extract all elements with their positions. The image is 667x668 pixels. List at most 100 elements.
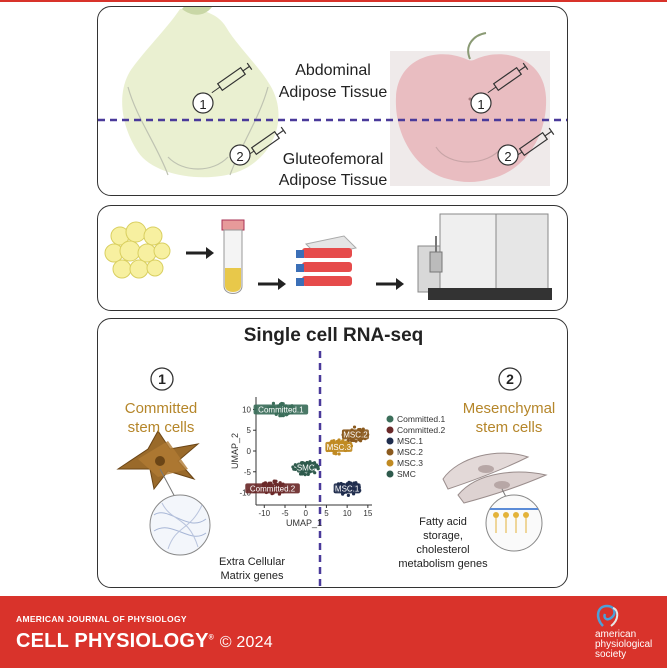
ecm-caption: Extra Cellular Matrix genes: [218, 556, 286, 582]
marker-circle-1: [192, 92, 214, 114]
umap-point: [337, 452, 341, 456]
marker-circle-1: [150, 367, 174, 391]
marker-circle-1: [470, 92, 492, 114]
marker-number: 2: [506, 371, 514, 387]
mesenchymal-cells-icon: [442, 452, 548, 504]
committed-cells-icon: [116, 430, 200, 491]
syringe-icon: [211, 62, 253, 94]
copyright-year: © 2024: [219, 634, 273, 651]
workflow-illustration: [104, 213, 552, 300]
umap-point: [346, 493, 350, 497]
umap-point: [314, 465, 318, 469]
cluster-label: Committed.2: [250, 484, 296, 493]
syringe-icon: [245, 126, 287, 158]
adipocytes-icon: [104, 221, 171, 279]
marker-number: 1: [477, 97, 485, 112]
marker-circle-2: [498, 367, 522, 391]
legend-swatch: [386, 470, 394, 478]
syringe-icon: [487, 62, 529, 94]
aps-logo-icon: [596, 604, 619, 627]
cluster-label: MSC.2: [343, 430, 368, 439]
cluster-label: Committed.1: [258, 405, 304, 414]
cluster-label: MSC.3: [327, 443, 352, 452]
arrow-right-icon: [376, 278, 404, 290]
x-tick-label: 5: [324, 509, 329, 518]
y-tick-label: -5: [244, 468, 252, 477]
cluster-label-box: [333, 483, 361, 494]
mesenchymal-label: Mesenchymal stem cells: [462, 400, 556, 436]
legend-entry: Committed.2: [397, 425, 445, 435]
umap-point: [352, 425, 357, 429]
journal-name: AMERICAN JOURNAL OF PHYSIOLOGY: [16, 614, 187, 624]
y-axis-label: UMAP_2: [230, 433, 240, 469]
legend-entry: MSC.2: [397, 447, 423, 457]
brand-title: CELL PHYSIOLOGY: [16, 630, 209, 652]
legend-swatch: [386, 426, 394, 434]
tissue-illustration: [98, 7, 567, 186]
umap-point: [351, 438, 356, 443]
cluster-label-box: [296, 462, 315, 473]
registered-mark: ®: [208, 634, 215, 642]
ecm-fibers-icon: [149, 494, 211, 556]
umap-point: [278, 414, 282, 418]
legend-entry: MSC.1: [397, 436, 423, 446]
umap-point: [306, 472, 310, 476]
cluster-label-box: [341, 429, 369, 440]
umap-point: [347, 480, 351, 484]
metabolism-caption: Fatty acid storage, cholesterol metaboli…: [398, 516, 488, 570]
marker-circle-2: [229, 144, 251, 166]
umap-point: [271, 401, 276, 405]
umap-point: [354, 439, 358, 443]
legend-swatch: [386, 459, 394, 467]
umap-point: [281, 414, 285, 418]
y-tick-label: 10: [242, 405, 251, 414]
cluster-label-box: [253, 404, 309, 415]
x-tick-label: -5: [281, 509, 289, 518]
tube-icon: [221, 219, 245, 294]
umap-point: [332, 439, 336, 443]
umap-point: [291, 465, 295, 469]
top-accent-line: [0, 0, 667, 2]
committed-label: Committed stem cells: [124, 400, 198, 436]
arrow-right-icon: [186, 247, 214, 259]
x-axis-label: UMAP_1: [286, 518, 322, 528]
legend-entry: Committed.1: [397, 414, 445, 424]
abdominal-label: Abdominal Adipose Tissue: [278, 62, 388, 101]
y-tick-label: 0: [247, 447, 252, 456]
zoom-line: [159, 468, 177, 500]
y-tick-label: -10: [239, 489, 251, 498]
cluster-label-box: [325, 441, 353, 452]
panel-tissue-sampling: 1 1 2 2 Abdominal Adipose Tissue Gluteof…: [97, 6, 568, 196]
lipid-membrane-icon: [485, 494, 543, 552]
x-tick-label: 15: [363, 509, 372, 518]
marker-circle-2: [497, 144, 519, 166]
marker-number: 1: [199, 97, 207, 112]
x-tick-label: 10: [343, 509, 352, 518]
marker-number: 2: [504, 149, 512, 164]
legend-entry: MSC.3: [397, 458, 423, 468]
cluster-label: SMC: [297, 464, 315, 473]
x-tick-label: -10: [259, 509, 271, 518]
culture-flasks-icon: [296, 235, 358, 286]
legend-swatch: [386, 448, 394, 456]
marker-number: 1: [158, 371, 166, 387]
panel-processing-workflow: [97, 205, 568, 311]
gluteofemoral-label: Gluteofemoral Adipose Tissue: [278, 151, 388, 189]
marker-number: 2: [236, 149, 244, 164]
x-tick-label: 0: [303, 509, 308, 518]
legend-swatch: [386, 437, 394, 445]
y-tick-label: 5: [247, 426, 252, 435]
journal-footer: AMERICAN JOURNAL OF PHYSIOLOGY CELL PHYS…: [0, 596, 667, 668]
legend-swatch: [386, 415, 394, 423]
umap-point: [272, 479, 276, 483]
umap-point: [308, 460, 312, 464]
apple-figure: [390, 32, 550, 186]
cluster-label-box: [245, 483, 300, 494]
sequencer-icon: [417, 213, 552, 300]
cluster-label: MSC.1: [335, 484, 360, 493]
legend-entry: SMC: [397, 469, 416, 479]
section-title: Single cell RNA-seq: [243, 325, 424, 346]
arrow-right-icon: [258, 278, 286, 290]
